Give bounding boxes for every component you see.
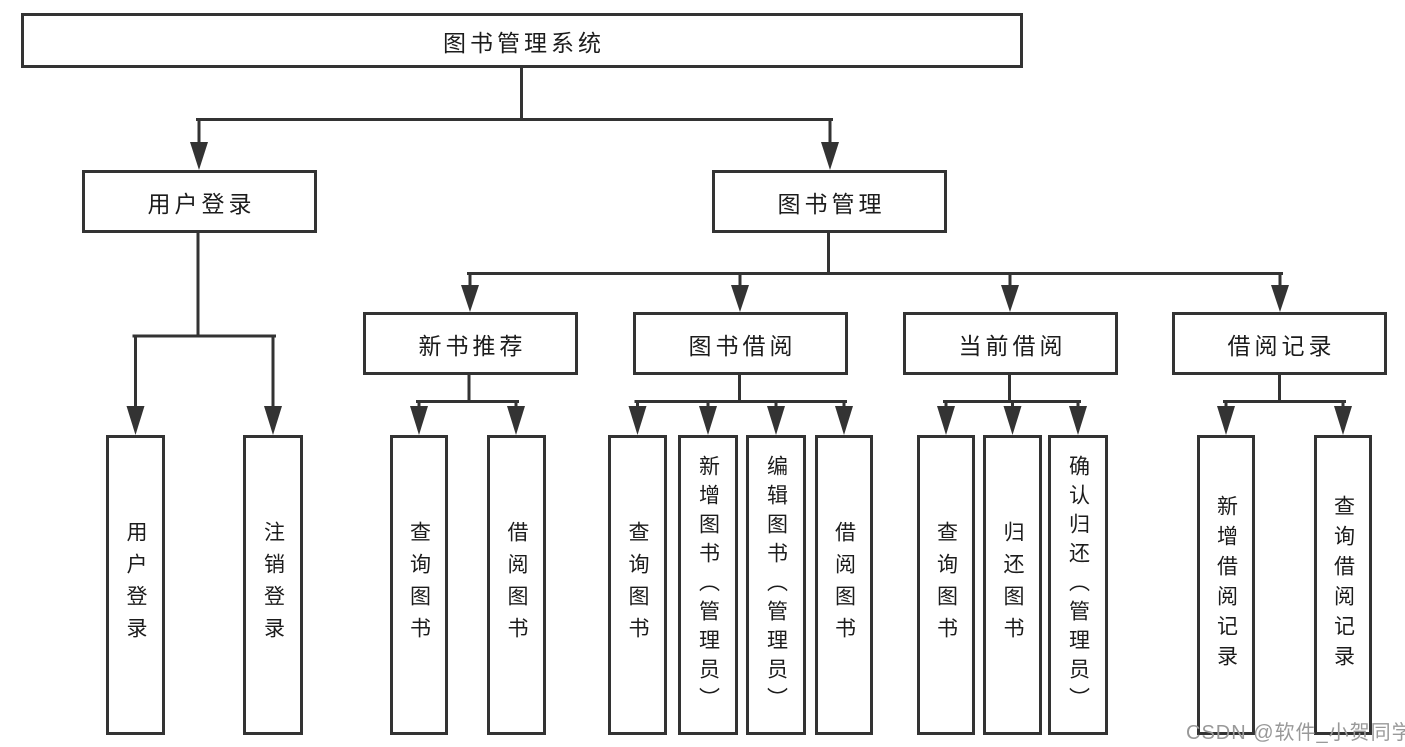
leaf-query-books-current-label: 查询图书 bbox=[934, 521, 958, 649]
node-book-borrow: 图书借阅 bbox=[633, 312, 848, 375]
leaf-add-book-admin: 新增图书（管理员） bbox=[678, 435, 738, 735]
leaf-user-login-label: 用户登录 bbox=[124, 521, 147, 649]
leaf-query-books-recommend-label: 查询图书 bbox=[407, 521, 431, 649]
leaf-logout-label: 注销登录 bbox=[261, 521, 285, 649]
leaf-user-login: 用户登录 bbox=[106, 435, 165, 735]
node-borrow-records-label: 借阅记录 bbox=[1227, 332, 1336, 359]
leaf-add-borrow-record-label: 新增借阅记录 bbox=[1214, 495, 1238, 675]
node-root: 图书管理系统 bbox=[21, 13, 1023, 68]
leaf-confirm-return-admin-label: 确认归还（管理员） bbox=[1066, 454, 1090, 716]
node-user-login-branch-label: 用户登录 bbox=[147, 190, 256, 217]
leaf-borrow-books: 借阅图书 bbox=[815, 435, 873, 735]
node-user-login-branch: 用户登录 bbox=[82, 170, 317, 233]
node-new-book-recommend: 新书推荐 bbox=[363, 312, 578, 375]
leaf-edit-book-admin-label: 编辑图书（管理员） bbox=[764, 454, 788, 716]
leaf-query-books-borrow-label: 查询图书 bbox=[626, 521, 649, 649]
node-book-management: 图书管理 bbox=[712, 170, 947, 233]
watermark: CSDN @软件_小贺同学 bbox=[1186, 722, 1405, 744]
leaf-return-book: 归还图书 bbox=[983, 435, 1042, 735]
leaf-query-books-borrow: 查询图书 bbox=[608, 435, 667, 735]
leaf-logout: 注销登录 bbox=[243, 435, 303, 735]
leaf-add-borrow-record: 新增借阅记录 bbox=[1197, 435, 1255, 735]
leaf-edit-book-admin: 编辑图书（管理员） bbox=[746, 435, 806, 735]
leaf-query-books-current: 查询图书 bbox=[917, 435, 975, 735]
node-new-book-recommend-label: 新书推荐 bbox=[418, 332, 527, 359]
arrowheads bbox=[126, 142, 1352, 435]
node-borrow-records: 借阅记录 bbox=[1172, 312, 1387, 375]
node-current-borrow-label: 当前借阅 bbox=[958, 332, 1067, 359]
node-current-borrow: 当前借阅 bbox=[903, 312, 1118, 375]
leaf-confirm-return-admin: 确认归还（管理员） bbox=[1048, 435, 1108, 735]
leaf-return-book-label: 归还图书 bbox=[1001, 521, 1024, 649]
leaf-borrow-books-recommend: 借阅图书 bbox=[487, 435, 546, 735]
node-book-management-label: 图书管理 bbox=[777, 190, 886, 217]
leaf-query-books-recommend: 查询图书 bbox=[390, 435, 448, 735]
leaf-borrow-books-label: 借阅图书 bbox=[832, 521, 856, 649]
node-root-label: 图书管理系统 bbox=[443, 29, 605, 56]
leaf-query-borrow-record-label: 查询借阅记录 bbox=[1331, 495, 1355, 675]
leaf-add-book-admin-label: 新增图书（管理员） bbox=[696, 454, 720, 716]
leaf-borrow-books-recommend-label: 借阅图书 bbox=[505, 521, 528, 649]
leaf-query-borrow-record: 查询借阅记录 bbox=[1314, 435, 1372, 735]
node-book-borrow-label: 图书借阅 bbox=[688, 332, 797, 359]
